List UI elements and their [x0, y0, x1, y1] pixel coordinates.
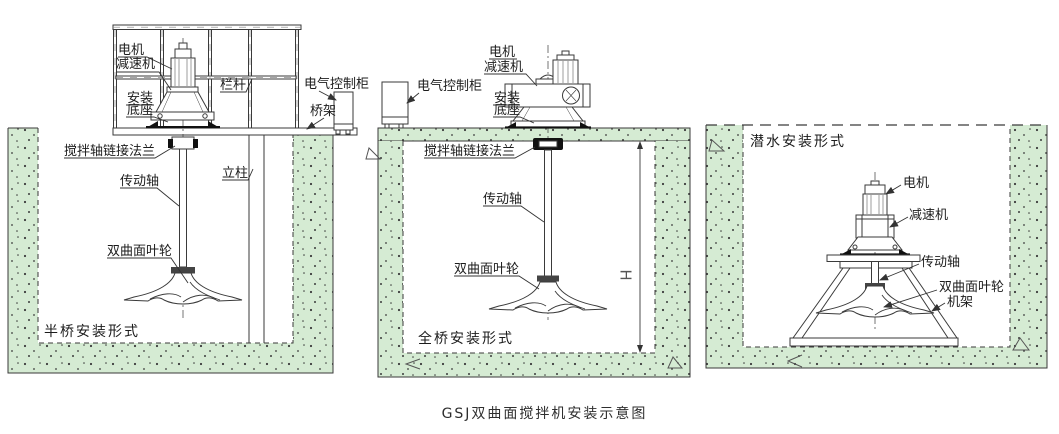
tank-concrete	[8, 128, 333, 373]
label-impeller: 双曲面叶轮	[454, 262, 520, 277]
label-shaft-flange: 搅拌轴链接法兰	[424, 144, 516, 159]
label-impeller: 双曲面叶轮	[107, 244, 173, 259]
label-mount-base: 安装底座	[494, 91, 521, 118]
slope-symbol	[404, 358, 421, 370]
label-motor: 电机	[118, 43, 145, 58]
label-column: 立柱	[222, 166, 249, 181]
slope-symbol	[667, 356, 684, 369]
control-cabinet	[333, 91, 354, 135]
label-reducer: 减速机	[909, 208, 949, 223]
slope-symbol	[1012, 337, 1030, 351]
label-mount-base: 安装底座	[127, 91, 154, 118]
tank-concrete	[706, 125, 1047, 368]
bridge-deck	[112, 127, 358, 136]
support-column	[248, 135, 265, 343]
label-frame: 机架	[947, 295, 974, 310]
label-bridge-frame: 桥架	[310, 104, 337, 119]
label-drive-shaft: 传动轴	[921, 255, 961, 270]
panel-title-submersible: 潜水安装形式	[750, 134, 846, 150]
label-reducer: 减速机	[116, 57, 156, 72]
leader-lines	[406, 58, 545, 290]
slope-symbol	[365, 147, 382, 160]
label-railing: 栏杆	[220, 78, 247, 93]
depth-symbol: H	[616, 269, 635, 281]
control-cabinet	[381, 81, 409, 129]
leader-lines	[879, 184, 946, 312]
label-shaft-flange: 搅拌轴链接法兰	[64, 144, 156, 159]
label-drive-shaft: 传动轴	[120, 174, 160, 189]
label-control-cabinet: 电气控制柜	[304, 77, 370, 92]
label-impeller: 双曲面叶轮	[939, 280, 1005, 295]
label-reducer: 减速机	[484, 60, 524, 75]
depth-dimension	[637, 141, 643, 353]
slope-symbol	[708, 139, 726, 152]
full-bridge-drawing	[365, 45, 691, 378]
label-motor: 电机	[489, 45, 516, 60]
slope-symbol	[786, 354, 803, 368]
label-motor: 电机	[903, 176, 930, 191]
half-bridge-drawing	[7, 24, 358, 374]
label-drive-shaft: 传动轴	[483, 192, 523, 207]
mixer-unit	[488, 45, 608, 320]
mixer-unit	[815, 172, 935, 330]
submersible-drawing	[705, 124, 1048, 369]
panel-title-half-bridge: 半桥安装形式	[44, 324, 140, 340]
panel-title-full-bridge: 全桥安装形式	[418, 331, 514, 347]
leader-lines	[64, 56, 337, 284]
mixer-unit	[123, 38, 243, 318]
diagram-caption: GSJ双曲面搅拌机安装示意图	[441, 406, 648, 422]
label-control-cabinet: 电气控制柜	[417, 79, 483, 94]
